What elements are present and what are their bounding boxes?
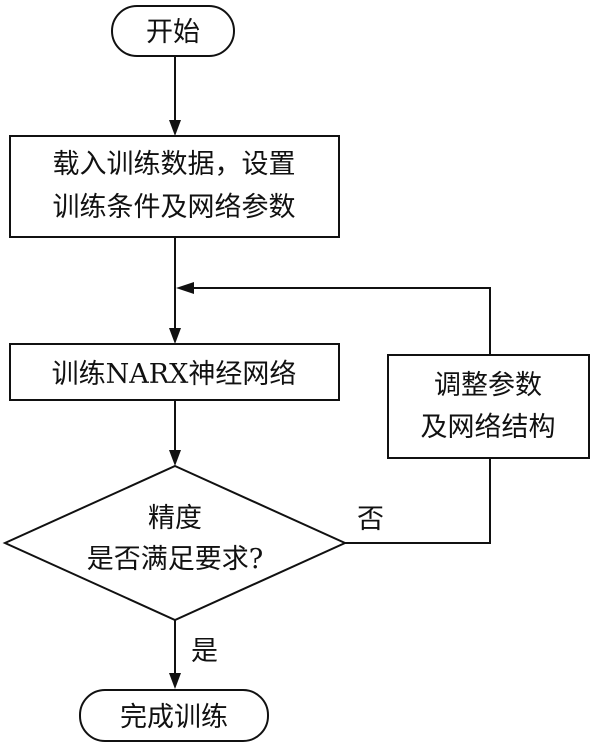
start-node: 开始 bbox=[111, 5, 235, 57]
adjust-params-label-line1: 调整参数 bbox=[434, 370, 542, 401]
end-label: 完成训练 bbox=[120, 702, 228, 733]
yes-label: 是 bbox=[191, 636, 218, 667]
no-label: 否 bbox=[357, 504, 384, 535]
arrow-start-to-load bbox=[169, 56, 181, 136]
load-data-node: 载入训练数据，设置 训练条件及网络参数 bbox=[9, 135, 340, 238]
decision-label-line1: 精度 bbox=[148, 503, 202, 534]
arrow-no-branch bbox=[345, 458, 491, 544]
train-narx-label: 训练NARX神经网络 bbox=[52, 359, 297, 390]
arrow-yes-branch bbox=[169, 620, 181, 689]
adjust-params-node: 调整参数 及网络结构 bbox=[387, 354, 590, 459]
decision-node: 精度 是否满足要求? bbox=[2, 464, 348, 622]
arrow-loop-back bbox=[176, 282, 491, 355]
train-narx-node: 训练NARX神经网络 bbox=[9, 343, 340, 401]
end-node: 完成训练 bbox=[79, 689, 269, 742]
load-data-label-line1: 载入训练数据，设置 bbox=[53, 149, 296, 180]
arrow-train-to-decision bbox=[169, 400, 181, 466]
decision-label-line2: 是否满足要求? bbox=[87, 544, 263, 575]
start-label: 开始 bbox=[146, 17, 200, 48]
arrow-load-to-train bbox=[169, 237, 181, 344]
adjust-params-label-line2: 及网络结构 bbox=[421, 412, 556, 443]
load-data-label-line2: 训练条件及网络参数 bbox=[53, 192, 296, 223]
